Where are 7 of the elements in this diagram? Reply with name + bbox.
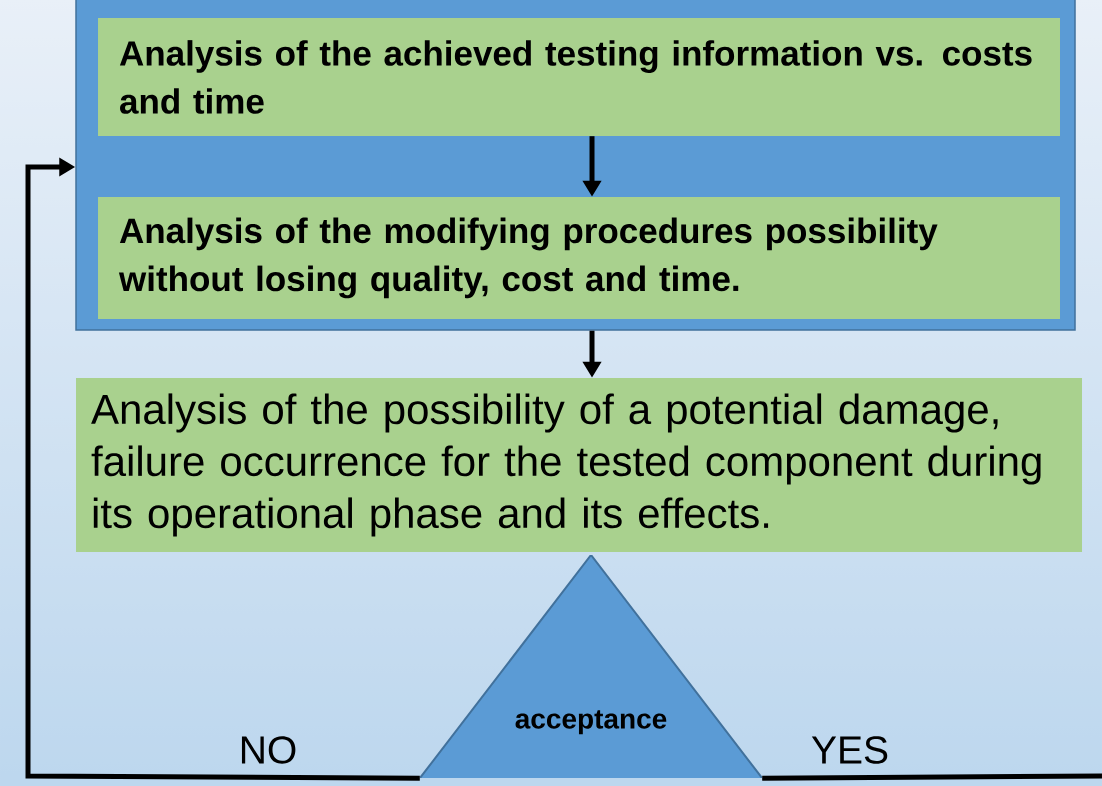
process-box: Analysis of the possibility of a potential damage, failure occurrence for the tested component during its operational phase and its effects. [76,378,1082,552]
edge-label: NO [241,736,296,764]
process-box: Analysis of the modifying procedures possibility without losing quality, cost and time. [98,197,1060,319]
process-box: Analysis of the achieved testing information vs. costs and time [98,18,1060,136]
decision-triangle: acceptance [420,555,762,778]
edge-label: YES [811,736,888,764]
arrow [25,157,420,781]
